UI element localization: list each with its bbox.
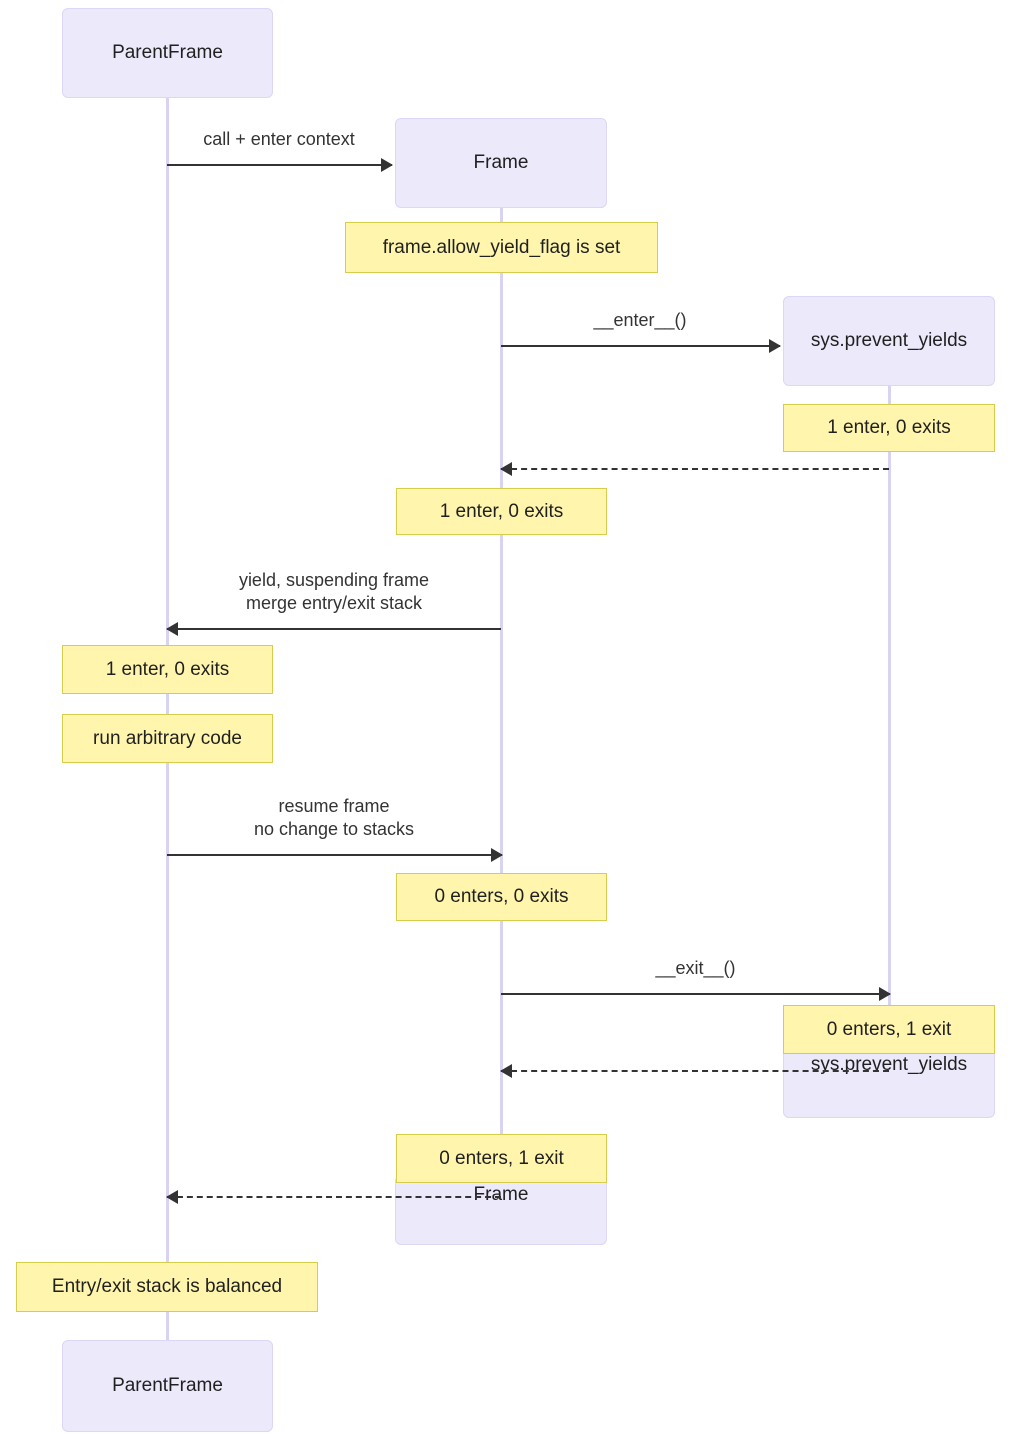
message-label-resume-frame: resume frame no change to stacks [253,796,415,840]
note-frame-0-enters-0-exits: 0 enters, 0 exits [396,873,607,921]
arrowhead-icon [381,158,393,172]
arrowhead-icon [166,622,178,636]
participant-sys-prevent-yields-bottom[interactable]: sys.prevent_yields [783,1045,995,1118]
note-text: 0 enters, 1 exit [826,1018,952,1040]
note-frame-1-enter-0-exits: 1 enter, 0 exits [396,488,607,535]
note-text: frame.allow_yield_flag is set [382,236,621,258]
message-label-exit-call: __exit__() [655,958,736,978]
message-line [501,993,890,995]
participant-label: Frame [473,152,529,173]
participant-label: Frame [473,1184,529,1205]
note-run-arbitrary-code: run arbitrary code [62,714,273,763]
message-line [167,628,501,630]
participant-label: ParentFrame [112,42,223,63]
note-text: Entry/exit stack is balanced [51,1276,283,1297]
note-text: 0 enters, 0 exits [434,886,569,907]
participant-sys-prevent-yields-top[interactable]: sys.prevent_yields [783,296,995,386]
note-sys-1-enter-0-exits: 1 enter, 0 exits [783,404,995,452]
note-allow-yield-flag: frame.allow_yield_flag is set [345,222,658,273]
message-line [167,1196,501,1198]
note-parent-1-enter-0-exits: 1 enter, 0 exits [62,645,273,694]
message-label-call-enter-context: call + enter context [203,129,355,149]
participant-label: ParentFrame [112,1375,223,1396]
participant-frame-top[interactable]: Frame [395,118,607,208]
arrowhead-icon [769,339,781,353]
note-entry-exit-stack-balanced: Entry/exit stack is balanced [16,1262,318,1312]
message-label-enter-call: __enter__() [593,310,687,330]
arrowhead-icon [500,1064,512,1078]
lifeline-sys-prevent-yields [888,386,891,1045]
message-line [167,854,502,856]
participant-frame-bottom[interactable]: Frame [395,1175,607,1245]
message-line [167,164,392,166]
arrowhead-icon [166,1190,178,1204]
message-label-yield-suspending-frame: yield, suspending frame merge entry/exit… [238,570,430,614]
arrowhead-icon [879,987,891,1001]
note-text: 0 enters, 1 exit [439,1147,564,1169]
participant-parentframe-bottom[interactable]: ParentFrame [62,1340,273,1432]
participant-label: sys.prevent_yields [810,1054,968,1075]
participant-label: sys.prevent_yields [810,330,968,351]
note-sys-0-enters-1-exit: 0 enters, 1 exit [783,1005,995,1054]
message-line [501,345,780,347]
participant-parentframe-top[interactable]: ParentFrame [62,8,273,98]
note-text: run arbitrary code [93,727,242,749]
arrowhead-icon [491,848,503,862]
lifeline-frame [500,208,503,1175]
arrowhead-icon [500,462,512,476]
note-text: 1 enter, 0 exits [439,500,564,522]
note-frame-0-enters-1-exit: 0 enters, 1 exit [396,1134,607,1183]
note-text: 1 enter, 0 exits [105,658,230,680]
message-line [501,1070,889,1072]
note-text: 1 enter, 0 exits [827,417,951,438]
message-line [501,468,889,470]
